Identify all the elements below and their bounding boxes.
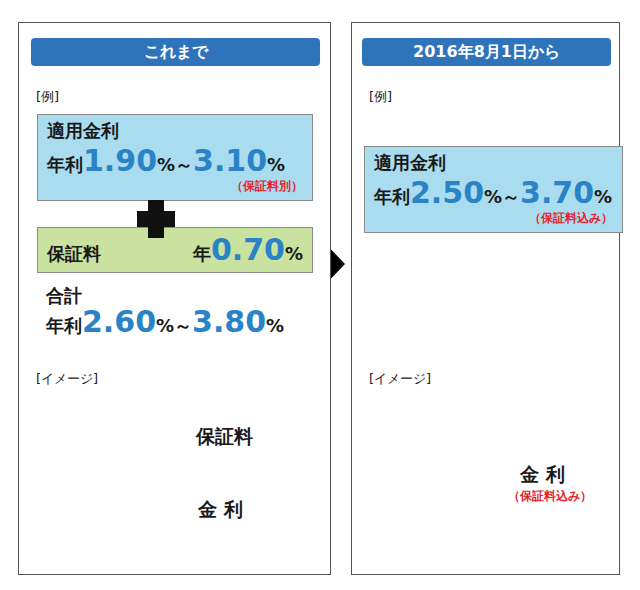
box-text: 0.70: [211, 232, 285, 267]
box-text: 年利: [47, 153, 83, 177]
label: [イメージ]: [369, 370, 431, 388]
text-row: （保証料別）: [47, 178, 303, 195]
label-group: 年利2.60%～3.80%: [46, 304, 284, 339]
label: 金 利: [198, 497, 243, 523]
box-text: （保証料込み）: [529, 210, 613, 227]
box-text: 年: [193, 242, 211, 266]
box-text: 2.50: [410, 175, 484, 210]
label: %: [266, 315, 284, 336]
box-text: 保証料: [47, 242, 101, 266]
box-text: %: [285, 243, 303, 264]
text-group: 年利1.90%～3.10%: [47, 143, 285, 178]
label-group: [例]: [36, 88, 59, 106]
label: %～: [156, 314, 192, 338]
box-text: 1.90: [83, 143, 157, 178]
text-group: 保証料: [47, 242, 101, 266]
label-group: 金 利: [520, 462, 565, 488]
text-row: 適用金利: [47, 119, 303, 143]
plus-sign: [148, 200, 164, 238]
plus-sign: [137, 211, 175, 227]
label: 3.80: [192, 304, 266, 339]
label: [例]: [369, 88, 392, 106]
rate-box: 適用金利年利1.90%～3.10%（保証料別）: [37, 114, 313, 201]
box-text: %: [267, 154, 285, 175]
label-group: 金 利: [198, 497, 243, 523]
label: （保証料込み）: [508, 488, 592, 505]
label-group: （保証料込み）: [508, 488, 592, 505]
label: 合計: [46, 284, 82, 308]
box-text: 適用金利: [47, 119, 119, 143]
text-group: 適用金利: [47, 119, 119, 143]
text-row: 保証料 年0.70%: [47, 232, 303, 267]
text-row: 年利2.50%～3.70%: [374, 175, 613, 210]
label-group: [イメージ]: [36, 370, 98, 388]
label: [イメージ]: [36, 370, 98, 388]
box-text: （保証料別）: [231, 178, 303, 195]
text-group: 年0.70%: [193, 232, 303, 267]
label-group: 保証料: [196, 424, 253, 450]
label: [例]: [36, 88, 59, 106]
text-row: 適用金利: [374, 151, 613, 175]
text-group: （保証料別）: [231, 178, 303, 195]
text-group: 適用金利: [374, 151, 446, 175]
box-text: 3.70: [520, 175, 594, 210]
box-text: 適用金利: [374, 151, 446, 175]
label: 2.60: [82, 304, 156, 339]
label-group: 合計: [46, 284, 82, 308]
header-band: 2016年8月1日から: [362, 38, 611, 66]
box-text: 3.10: [193, 143, 267, 178]
rate-box: 適用金利年利2.50%～3.70%（保証料込み）: [364, 146, 623, 233]
box-text: 年利: [374, 185, 410, 209]
text-row: 年利1.90%～3.10%: [47, 143, 303, 178]
text-group: 年利2.50%～3.70%: [374, 175, 612, 210]
text-row: （保証料込み）: [374, 210, 613, 227]
label: 保証料: [196, 424, 253, 450]
box-text: %～: [484, 185, 520, 209]
label: 年利: [46, 314, 82, 338]
box-text: %～: [157, 153, 193, 177]
header-band: これまで: [31, 38, 320, 66]
box-text: %: [594, 186, 612, 207]
rate-box: 保証料 年0.70%: [37, 227, 313, 273]
label-group: [イメージ]: [369, 370, 431, 388]
label-group: [例]: [369, 88, 392, 106]
text-group: （保証料込み）: [529, 210, 613, 227]
label: 金 利: [520, 462, 565, 488]
